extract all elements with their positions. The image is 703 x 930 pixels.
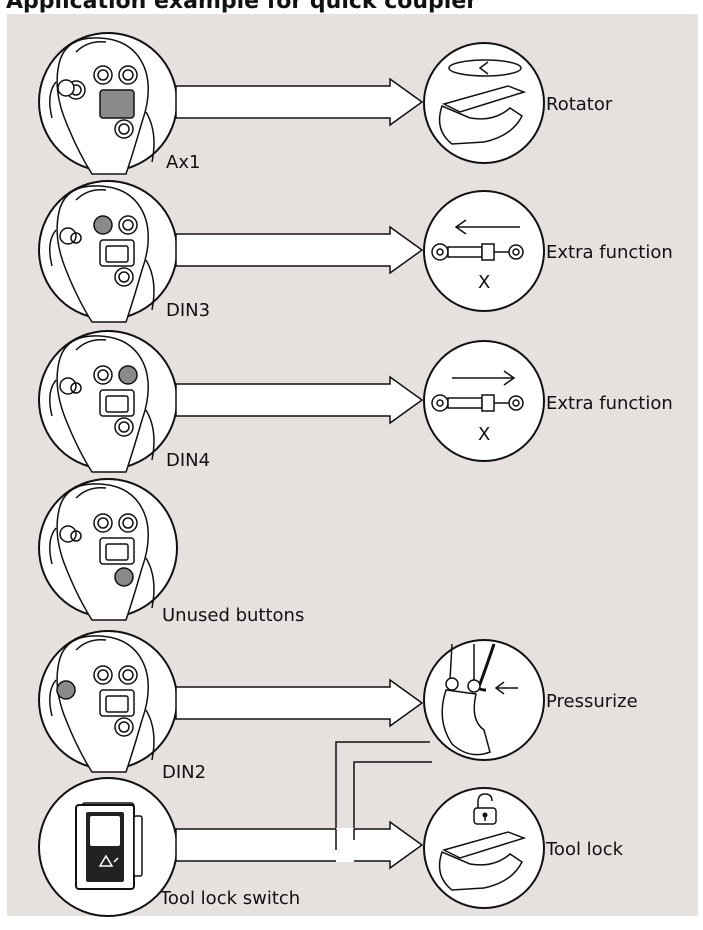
label-pressurize: Pressurize (546, 691, 638, 712)
joystick-ax1-icon (38, 32, 178, 176)
arrow-switch-toollock (175, 820, 424, 870)
label-din2: DIN2 (162, 762, 206, 783)
label-din3: DIN3 (166, 300, 210, 321)
label-extra-function-din3: Extra function (546, 242, 673, 263)
tool-lock-icon (423, 787, 545, 909)
joystick-unused-icon (38, 478, 178, 621)
header-text: Application example for quick coupler (6, 0, 477, 14)
label-extra-function-din4: Extra function (546, 393, 673, 414)
joystick-din4-icon (38, 330, 178, 473)
label-tool-lock: Tool lock (545, 839, 624, 860)
arrow-ax1-rotator (175, 77, 424, 127)
label-unused-buttons: Unused buttons (162, 605, 304, 626)
joystick-din2-icon (38, 630, 178, 773)
label-din4: DIN4 (166, 450, 210, 471)
label-ax1: Ax1 (166, 152, 200, 173)
extra-function-left-icon (423, 190, 545, 312)
marker-x-din3: X (478, 272, 490, 293)
label-tool-lock-switch: Tool lock switch (159, 888, 300, 909)
arrow-din4-extra (175, 375, 424, 425)
joystick-din3-icon (38, 180, 178, 323)
label-rotator: Rotator (546, 94, 613, 115)
arrow-din2-pressurize (175, 678, 424, 728)
rotator-icon (423, 42, 545, 164)
extra-function-right-icon (423, 340, 545, 462)
tool-lock-switch-icon (38, 777, 178, 917)
marker-x-din4: X (478, 424, 490, 445)
arrow-din3-extra (175, 225, 424, 275)
pressurize-icon (423, 639, 545, 761)
